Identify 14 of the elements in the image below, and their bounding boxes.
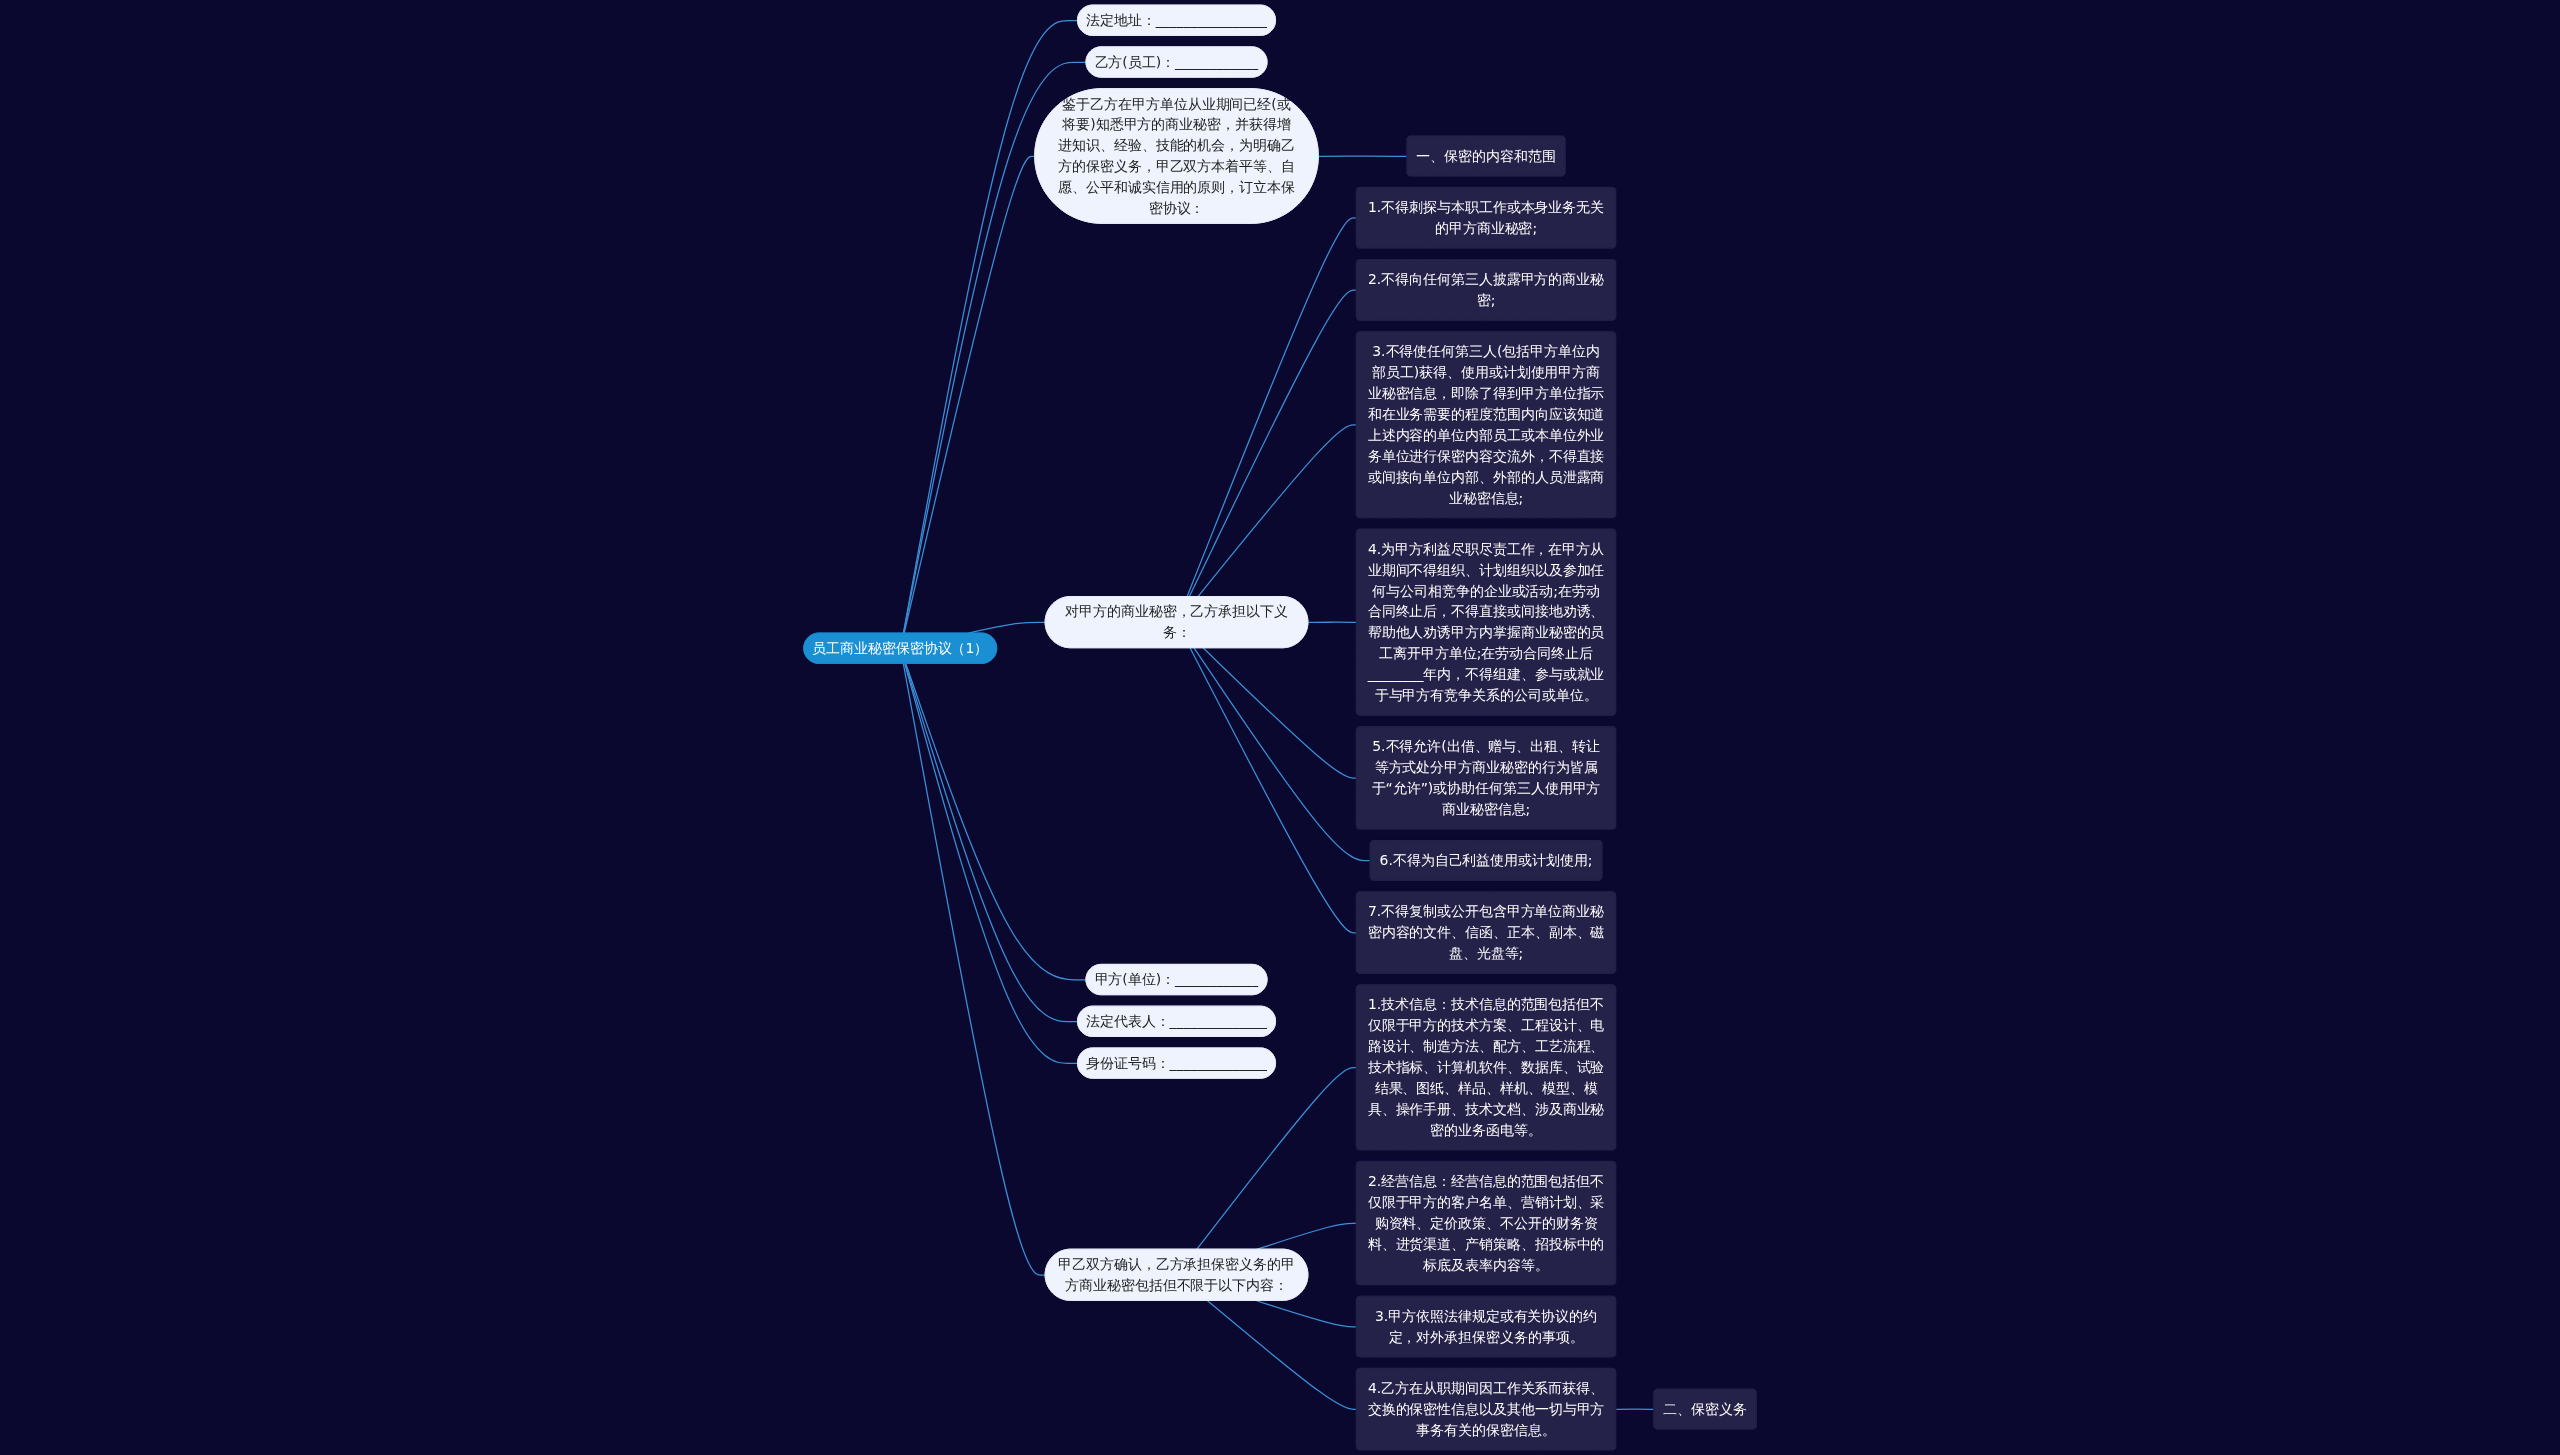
connector: [1615, 1408, 1655, 1411]
connector: [1186, 217, 1358, 598]
connector: [1206, 1300, 1358, 1411]
connector: [905, 663, 1087, 981]
connector: [1193, 647, 1372, 862]
connector: [903, 155, 1036, 634]
connector: [902, 663, 1047, 1276]
connector: [1202, 647, 1358, 779]
connector: [1196, 1067, 1358, 1251]
connector: [1189, 647, 1358, 934]
connector: [1197, 424, 1358, 598]
connector: [1318, 155, 1408, 157]
connector: [1307, 621, 1358, 624]
connector: [1188, 289, 1358, 598]
